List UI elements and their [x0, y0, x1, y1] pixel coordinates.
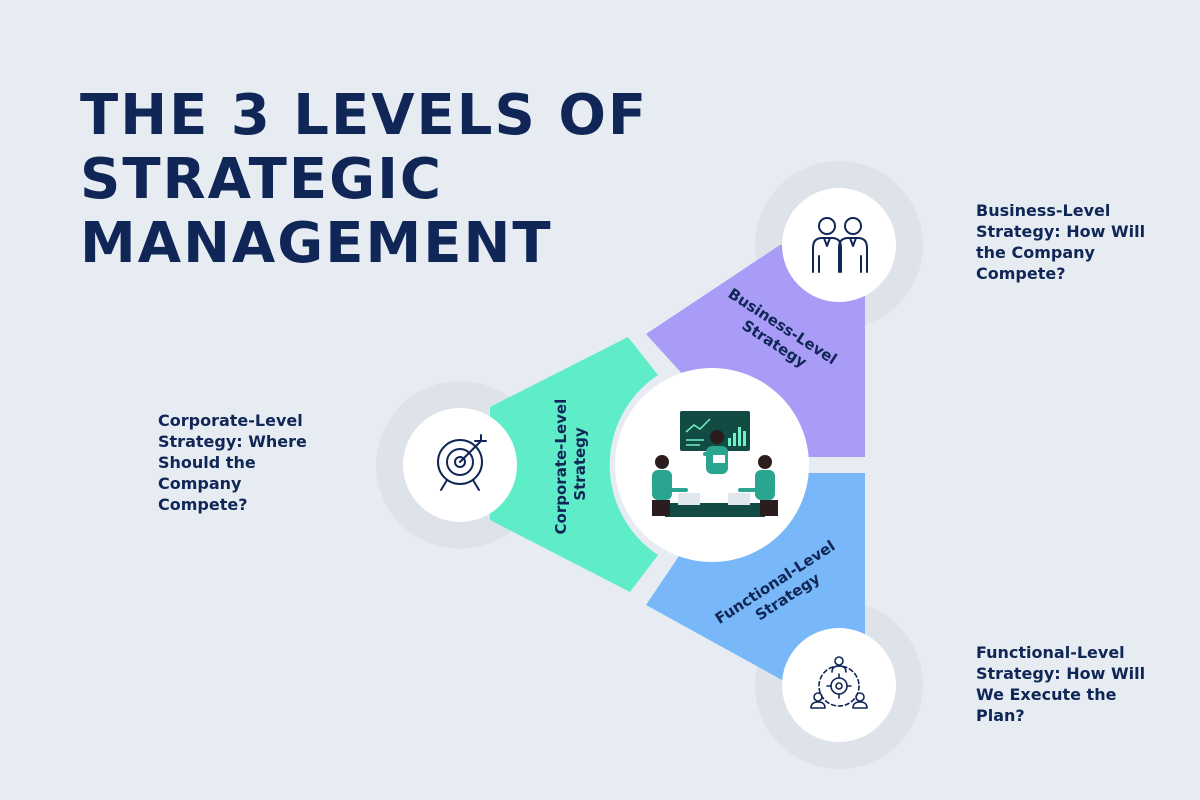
functional-level-segment: [646, 473, 865, 680]
business-level-segment: [646, 245, 865, 457]
functional-caption-line-2: Strategy: How Will: [976, 664, 1146, 683]
corporate-level-segment: [490, 337, 658, 592]
title-line-1: THE 3 LEVELS OF: [80, 83, 649, 148]
target-icon: [437, 434, 487, 491]
corporate-caption-line-3: Should the: [158, 453, 256, 472]
corporate-caption-line-1: Corporate-Level: [158, 411, 303, 430]
meeting-illustration: [615, 368, 809, 562]
business-caption-line-3: the Company: [976, 243, 1095, 262]
business-caption-line-1: Business-Level: [976, 201, 1111, 220]
corporate-caption-line-5: Compete?: [158, 495, 248, 514]
users-icon: [812, 217, 868, 273]
corporate-caption-line-2: Strategy: Where: [158, 432, 307, 451]
business-level-caption: Business-Level Strategy: How Will the Co…: [976, 200, 1145, 284]
business-caption-line-4: Compete?: [976, 264, 1066, 283]
functional-caption-line-3: We Execute the: [976, 685, 1117, 704]
functional-caption-line-1: Functional-Level: [976, 643, 1125, 662]
corporate-level-caption: Corporate-Level Strategy: Where Should t…: [158, 410, 307, 515]
page-title: THE 3 LEVELS OF STRATEGIC MANAGEMENT: [80, 84, 648, 276]
functional-icon-circle: [782, 628, 896, 742]
corporate-caption-line-4: Company: [158, 474, 242, 493]
title-line-2: STRATEGIC: [80, 147, 443, 212]
business-caption-line-2: Strategy: How Will: [976, 222, 1146, 241]
corporate-segment-label-line-2: Strategy: [571, 427, 589, 501]
corporate-icon-circle: [403, 408, 517, 522]
functional-level-caption: Functional-Level Strategy: How Will We E…: [976, 642, 1145, 726]
title-line-3: MANAGEMENT: [80, 211, 553, 276]
corporate-segment-label-line-1: Corporate-Level: [552, 399, 570, 535]
functional-caption-line-4: Plan?: [976, 706, 1025, 725]
corporate-segment-label: Corporate-Level Strategy: [552, 394, 589, 535]
team-gear-icon: [810, 656, 868, 709]
